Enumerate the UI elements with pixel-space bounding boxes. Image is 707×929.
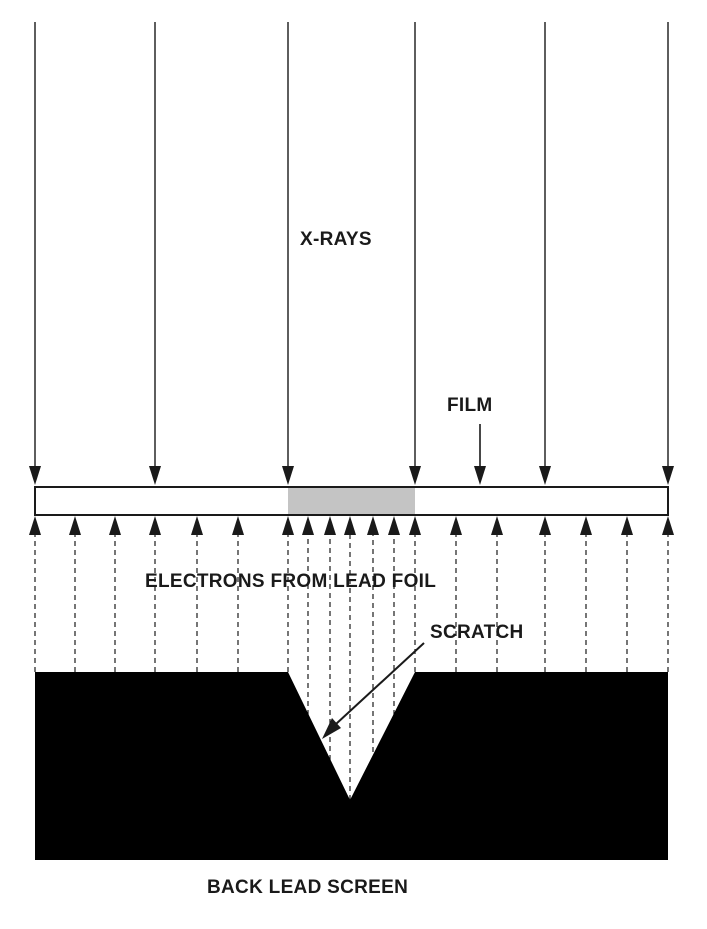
electron-arrowhead-1	[29, 516, 41, 535]
electron-arrowhead-5	[191, 516, 203, 535]
x-ray-arrowhead-1	[29, 466, 41, 485]
x-rays-label: X-RAYS	[300, 229, 372, 250]
electron-arrowhead-11	[367, 516, 379, 535]
x-ray-arrowhead-3	[282, 466, 294, 485]
electron-arrowhead-2	[69, 516, 81, 535]
back-lead-screen-label: BACK LEAD SCREEN	[207, 877, 408, 898]
x-ray-arrowhead-4	[409, 466, 421, 485]
x-ray-arrowhead-2	[149, 466, 161, 485]
electron-arrowhead-13	[409, 516, 421, 535]
electron-arrowhead-18	[621, 516, 633, 535]
scratch-pointer-arrowhead	[322, 718, 341, 739]
electron-arrowhead-17	[580, 516, 592, 535]
electron-arrowhead-10	[344, 516, 356, 535]
back-lead-screen-shape	[35, 672, 668, 860]
electron-arrowhead-15	[491, 516, 503, 535]
electron-arrowhead-14	[450, 516, 462, 535]
electron-arrowhead-8	[302, 516, 314, 535]
electron-arrowhead-7	[282, 516, 294, 535]
x-ray-arrowhead-6	[662, 466, 674, 485]
film-exposed-area	[288, 488, 415, 514]
x-ray-arrows	[29, 22, 674, 485]
electron-arrows	[29, 516, 674, 800]
electron-arrowhead-3	[109, 516, 121, 535]
electron-arrowhead-9	[324, 516, 336, 535]
electron-arrowhead-4	[149, 516, 161, 535]
film-pointer-arrowhead	[474, 466, 486, 485]
electron-arrowhead-6	[232, 516, 244, 535]
electron-arrowhead-16	[539, 516, 551, 535]
scratch-label: SCRATCH	[430, 622, 524, 643]
x-ray-arrowhead-5	[539, 466, 551, 485]
electron-arrowhead-12	[388, 516, 400, 535]
electron-arrowhead-19	[662, 516, 674, 535]
scratch-pointer-arrow	[335, 642, 425, 725]
electrons-label: ELECTRONS FROM LEAD FOIL	[145, 571, 436, 592]
film-label: FILM	[447, 395, 493, 416]
